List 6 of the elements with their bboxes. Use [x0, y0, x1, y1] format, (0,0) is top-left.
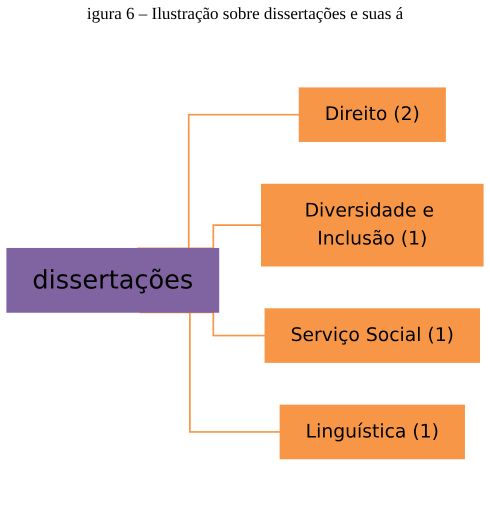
node-box: Diversidade e Inclusão (1)	[261, 183, 484, 266]
node-box: Linguística (1)	[280, 404, 465, 459]
figure-title: igura 6 – Ilustração sobre dissertações e suas á	[86, 3, 404, 25]
node-box: Direito (2)	[298, 87, 446, 142]
node-box: Serviço Social (1)	[264, 308, 480, 363]
node-box: dissertações	[6, 248, 220, 312]
